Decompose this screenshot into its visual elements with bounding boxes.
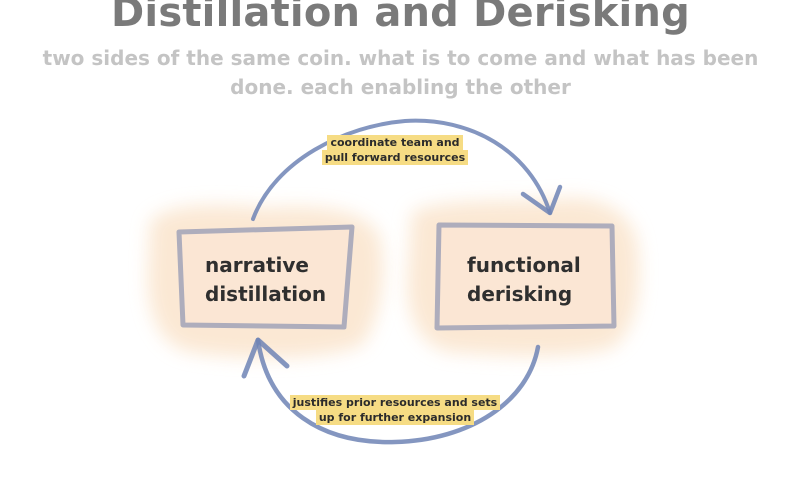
top-arrowhead-icon	[520, 184, 563, 216]
left-node-line-2: distillation	[205, 282, 327, 306]
page-subtitle: two sides of the same coin. what is to c…	[42, 46, 759, 99]
bottom-arrowhead-icon	[241, 337, 290, 379]
bottom-edge-label: justifies prior resources and sets up fo…	[285, 395, 505, 425]
right-node-box	[434, 222, 617, 331]
left-node-label: narrative distillation	[205, 251, 326, 309]
top-edge-line-1: coordinate team and	[327, 135, 463, 150]
top-edge-line-2: pull forward resources	[321, 150, 469, 165]
left-node-box	[176, 224, 355, 330]
bottom-edge-line-1: justifies prior resources and sets	[289, 395, 501, 410]
bottom-arrow	[255, 337, 541, 445]
right-node-line-1: functional	[467, 253, 581, 277]
top-arrow	[251, 118, 552, 221]
right-node-line-2: derisking	[467, 282, 573, 306]
page-title: Distillation and Derisking	[111, 0, 690, 36]
bottom-edge-line-2: up for further expansion	[315, 410, 475, 425]
left-node-line-1: narrative	[205, 253, 309, 277]
top-edge-label: coordinate team and pull forward resourc…	[320, 135, 470, 165]
right-node-label: functional derisking	[467, 251, 581, 309]
